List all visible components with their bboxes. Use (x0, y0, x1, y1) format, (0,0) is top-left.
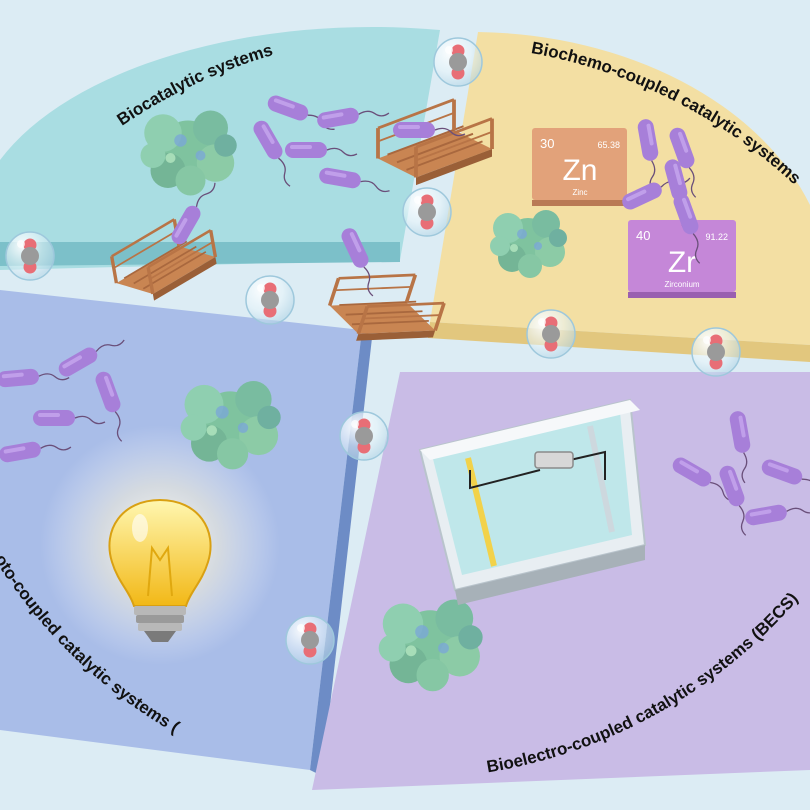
zirconium-symbol: Zr (668, 246, 696, 279)
light-bulb-icon (108, 498, 212, 642)
zinc-element-card: 30 65.38 Zn Zinc (532, 128, 627, 206)
zinc-mass: 65.38 (597, 140, 620, 150)
zirconium-mass: 91.22 (705, 232, 728, 242)
co2-bubble-icon (339, 411, 389, 461)
zirconium-number: 40 (636, 228, 650, 243)
zinc-number: 30 (540, 136, 554, 151)
electrolysis-cell-icon (418, 398, 647, 605)
zirconium-name: Zirconium (664, 280, 699, 289)
co2-bubble-icon (526, 309, 576, 359)
co2-bubble-icon (5, 231, 55, 281)
zirconium-element-card: 40 91.22 Zr Zirconium (628, 220, 736, 298)
co2-bubble-icon (691, 327, 741, 377)
co2-bubble-icon (402, 187, 452, 237)
co2-bubble-icon (245, 275, 295, 325)
zinc-name: Zinc (572, 188, 587, 197)
co2-bubble-icon (285, 615, 335, 665)
co2-bubble-icon (433, 37, 483, 87)
zinc-symbol: Zn (562, 154, 597, 187)
